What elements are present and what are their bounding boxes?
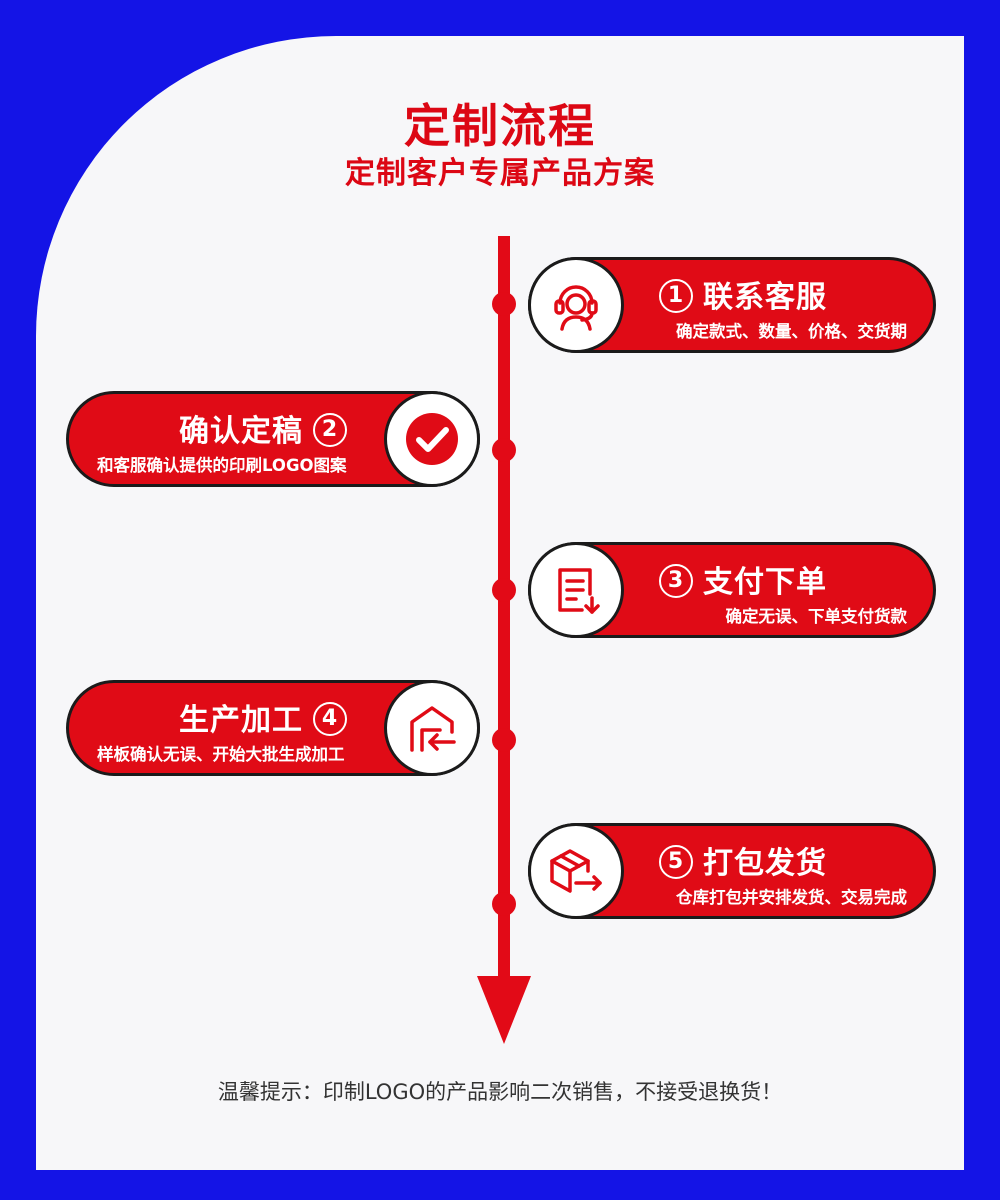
step-4-icon-circle bbox=[384, 680, 480, 776]
timeline-arrowhead bbox=[477, 976, 531, 1044]
step-4-number: 4 bbox=[313, 701, 347, 736]
step-5-icon-circle bbox=[528, 823, 624, 919]
order-document-icon bbox=[558, 568, 600, 614]
step-5-title-text: 打包发货 bbox=[703, 846, 827, 881]
step-3-desc: 确定无误、下单支付货款 bbox=[725, 607, 908, 626]
timeline-axis bbox=[498, 236, 510, 1006]
timeline-dot bbox=[492, 892, 516, 916]
page-title: 定制流程 bbox=[404, 99, 596, 153]
step-5-title: 5 打包发货 bbox=[649, 838, 827, 882]
step-pack-ship: 5 打包发货 仓库打包并安排发货、交易完成 bbox=[528, 823, 936, 919]
step-pay-order: 3 支付下单 确定无误、下单支付货款 bbox=[528, 542, 936, 638]
step-contact-service: 1 联系客服 确定款式、数量、价格、交货期 bbox=[528, 257, 936, 353]
step-2-title-text: 确认定稿 bbox=[179, 414, 303, 449]
factory-icon bbox=[410, 706, 456, 752]
timeline-dot bbox=[492, 578, 516, 602]
step-5-desc: 仓库打包并安排发货、交易完成 bbox=[676, 888, 907, 907]
page-subtitle: 定制客户专属产品方案 bbox=[345, 156, 655, 191]
step-3-title-text: 支付下单 bbox=[703, 565, 827, 600]
warm-tip: 温馨提示：印制LOGO的产品影响二次销售，不接受退换货！ bbox=[217, 1080, 783, 1104]
step-2-number: 2 bbox=[313, 412, 347, 447]
step-1-title-text: 联系客服 bbox=[703, 280, 827, 315]
process-card: 定制流程 定制客户专属产品方案 1 联系客服 确定款式、数量、价格、交货期 确认定… bbox=[36, 36, 964, 1170]
step-3-icon-circle bbox=[528, 542, 624, 638]
step-3-number: 3 bbox=[659, 563, 693, 598]
step-2-icon-circle bbox=[384, 391, 480, 487]
step-4-title: 生产加工 4 bbox=[179, 695, 357, 739]
step-2-title: 确认定稿 2 bbox=[179, 406, 357, 450]
step-confirm-design: 确认定稿 2 和客服确认提供的印刷LOGO图案 bbox=[66, 391, 480, 487]
step-1-number: 1 bbox=[659, 278, 693, 313]
timeline-dot bbox=[492, 292, 516, 316]
customer-service-icon bbox=[554, 285, 598, 331]
timeline-dot bbox=[492, 438, 516, 462]
step-2-desc: 和客服确认提供的印刷LOGO图案 bbox=[97, 456, 347, 475]
timeline-dot bbox=[492, 728, 516, 752]
step-production: 生产加工 4 样板确认无误、开始大批生成加工 bbox=[66, 680, 480, 776]
step-3-title: 3 支付下单 bbox=[649, 557, 827, 601]
step-4-title-text: 生产加工 bbox=[179, 703, 303, 738]
package-shipping-icon bbox=[550, 849, 602, 893]
step-1-desc: 确定款式、数量、价格、交货期 bbox=[676, 322, 907, 341]
step-4-desc: 样板确认无误、开始大批生成加工 bbox=[97, 745, 345, 764]
step-1-title: 1 联系客服 bbox=[649, 272, 827, 316]
step-5-number: 5 bbox=[659, 844, 693, 879]
step-1-icon-circle bbox=[528, 257, 624, 353]
checkmark-icon bbox=[406, 413, 458, 465]
